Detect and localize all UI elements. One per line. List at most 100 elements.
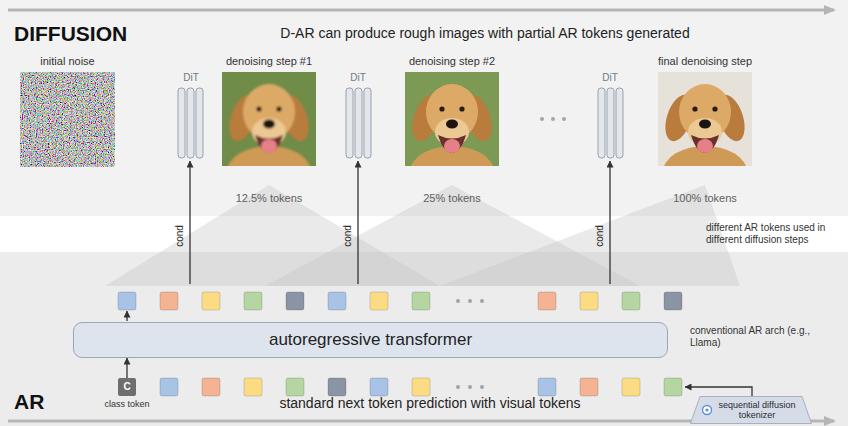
visual-token <box>580 378 598 396</box>
image-caption: final denoising step <box>628 55 782 68</box>
cond-label: cond <box>594 216 606 256</box>
tokenizer-icon <box>703 406 712 415</box>
dot <box>540 117 544 121</box>
time-arrow <box>8 9 834 12</box>
side-note: conventional AR arch (e.g., Llama) <box>690 325 842 348</box>
denoised-image: denoising step #112.5% tokens <box>222 72 316 166</box>
visual-token <box>286 292 304 310</box>
token-letter: C <box>118 378 136 396</box>
transformer-box: autoregressive transformer <box>73 322 668 358</box>
dog-photo <box>405 72 499 198</box>
dog-photo <box>658 72 752 198</box>
band-title: AR <box>14 390 44 414</box>
connector-arrow <box>126 358 127 378</box>
visual-token <box>412 378 430 396</box>
dit-block: DiT <box>174 72 208 160</box>
dot <box>468 385 472 389</box>
visual-token <box>244 292 262 310</box>
visual-token <box>328 292 346 310</box>
dot <box>456 299 460 303</box>
block-label: DiT <box>333 72 383 84</box>
visual-token <box>202 378 220 396</box>
visual-token <box>412 292 430 310</box>
cond-arrow <box>609 161 610 284</box>
visual-token <box>538 292 556 310</box>
dit-bars <box>178 88 623 158</box>
visual-token <box>622 378 640 396</box>
denoised-image: final denoising step100% tokens <box>658 72 752 166</box>
box-label: sequential diffusion tokenizer <box>690 396 812 424</box>
dot <box>480 299 484 303</box>
trapezoid <box>691 397 812 424</box>
cond-arrow <box>357 161 358 284</box>
dit-bar <box>607 88 614 158</box>
band-ground <box>0 0 848 216</box>
tokenizer-arrow <box>685 387 752 396</box>
tokenizer-icon <box>705 408 708 411</box>
dit-bar <box>355 88 362 158</box>
visual-token <box>664 378 682 396</box>
output-arrow <box>126 311 127 321</box>
dog-use <box>224 84 314 198</box>
visual-token <box>664 292 682 310</box>
dog-use <box>660 84 750 198</box>
dog-photo <box>222 72 316 198</box>
box-label: autoregressive transformer <box>74 323 667 357</box>
visual-token <box>328 378 346 396</box>
token-ratio: 100% tokens <box>628 192 782 205</box>
dit-bar <box>364 88 371 158</box>
visual-token <box>244 378 262 396</box>
band-subtitle: D-AR can produce rough images with parti… <box>150 25 820 41</box>
side-note: different AR tokens used in different di… <box>706 222 844 245</box>
visual-token <box>202 292 220 310</box>
block-label: DiT <box>585 72 635 84</box>
visual-token <box>370 292 388 310</box>
visual-token <box>538 378 556 396</box>
token-caption: class token <box>93 399 161 409</box>
band-subtitle: standard next token prediction with visu… <box>230 395 630 411</box>
dit-bar <box>178 88 185 158</box>
band-title: DIFFUSION <box>14 22 127 46</box>
input-tokens <box>160 378 682 396</box>
image-caption: denoising step #1 <box>192 55 346 68</box>
dot <box>456 385 460 389</box>
noise-picture <box>20 72 115 167</box>
dit-block: DiT <box>593 72 627 160</box>
cond-arrow <box>189 161 190 284</box>
image-caption: denoising step #2 <box>375 55 529 68</box>
visual-token <box>286 378 304 396</box>
visual-token <box>580 292 598 310</box>
ar-band: AR standard next token prediction with vi… <box>0 252 848 426</box>
photo-blur <box>224 84 314 198</box>
class-token: Cclass token <box>118 378 136 396</box>
visual-token <box>622 292 640 310</box>
cond-arrows <box>127 161 610 321</box>
dot <box>551 117 555 121</box>
dot <box>468 299 472 303</box>
diffusion-band: DIFFUSION D-AR can produce rough images w… <box>0 0 848 216</box>
dit-block: DiT <box>341 72 375 160</box>
dit-bar <box>598 88 605 158</box>
block-label: DiT <box>166 72 216 84</box>
cond-label: cond <box>342 216 354 256</box>
dot <box>480 385 484 389</box>
tokenizer-shape: sequential diffusion tokenizer <box>690 396 812 424</box>
visual-token <box>118 292 136 310</box>
noise-image: initial noise <box>20 72 115 167</box>
visual-token <box>160 292 178 310</box>
image-caption: initial noise <box>0 55 145 68</box>
dot <box>562 117 566 121</box>
dog-use <box>407 84 497 198</box>
token-ratio: 12.5% tokens <box>192 192 346 205</box>
visual-token <box>370 378 388 396</box>
dit-bar <box>196 88 203 158</box>
cond-label: cond <box>174 216 186 256</box>
dit-bar <box>187 88 194 158</box>
output-tokens <box>118 292 682 310</box>
denoised-image: denoising step #225% tokens <box>405 72 499 166</box>
dit-bar <box>616 88 623 158</box>
dit-bar <box>346 88 353 158</box>
visual-token <box>160 378 178 396</box>
